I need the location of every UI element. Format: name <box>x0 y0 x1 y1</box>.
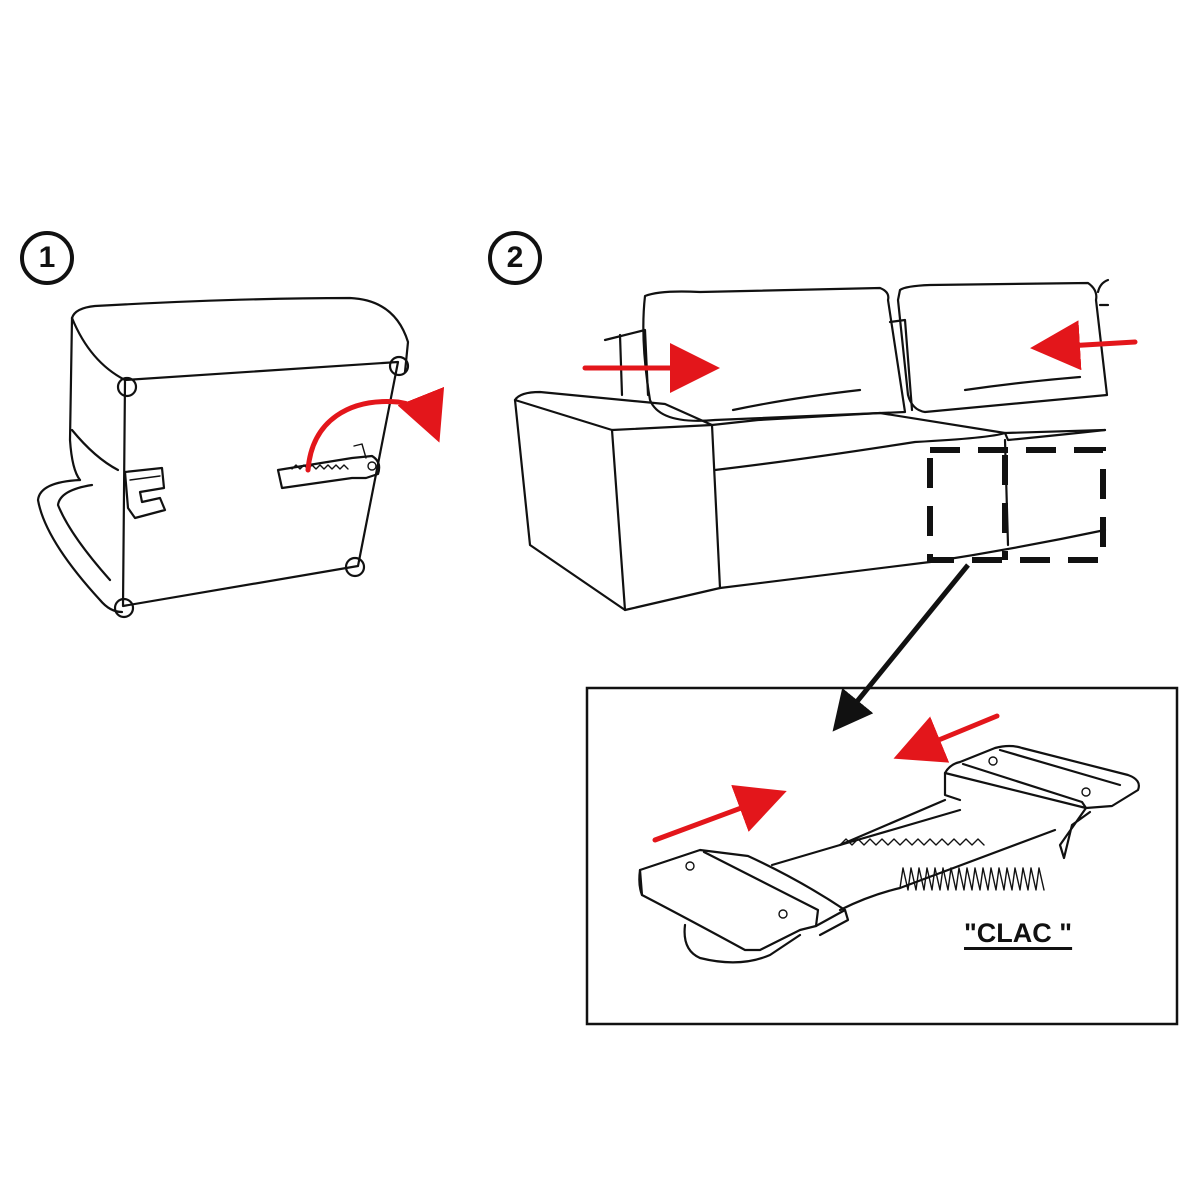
step-number-1: 1 <box>20 231 74 285</box>
sofa-assembly <box>513 278 1138 732</box>
connector-detail-inset <box>585 686 1179 1026</box>
step-number-2: 2 <box>488 231 542 285</box>
clac-sound-label: "CLAC " <box>964 918 1073 948</box>
sofa-module-bottom-view <box>36 296 445 619</box>
